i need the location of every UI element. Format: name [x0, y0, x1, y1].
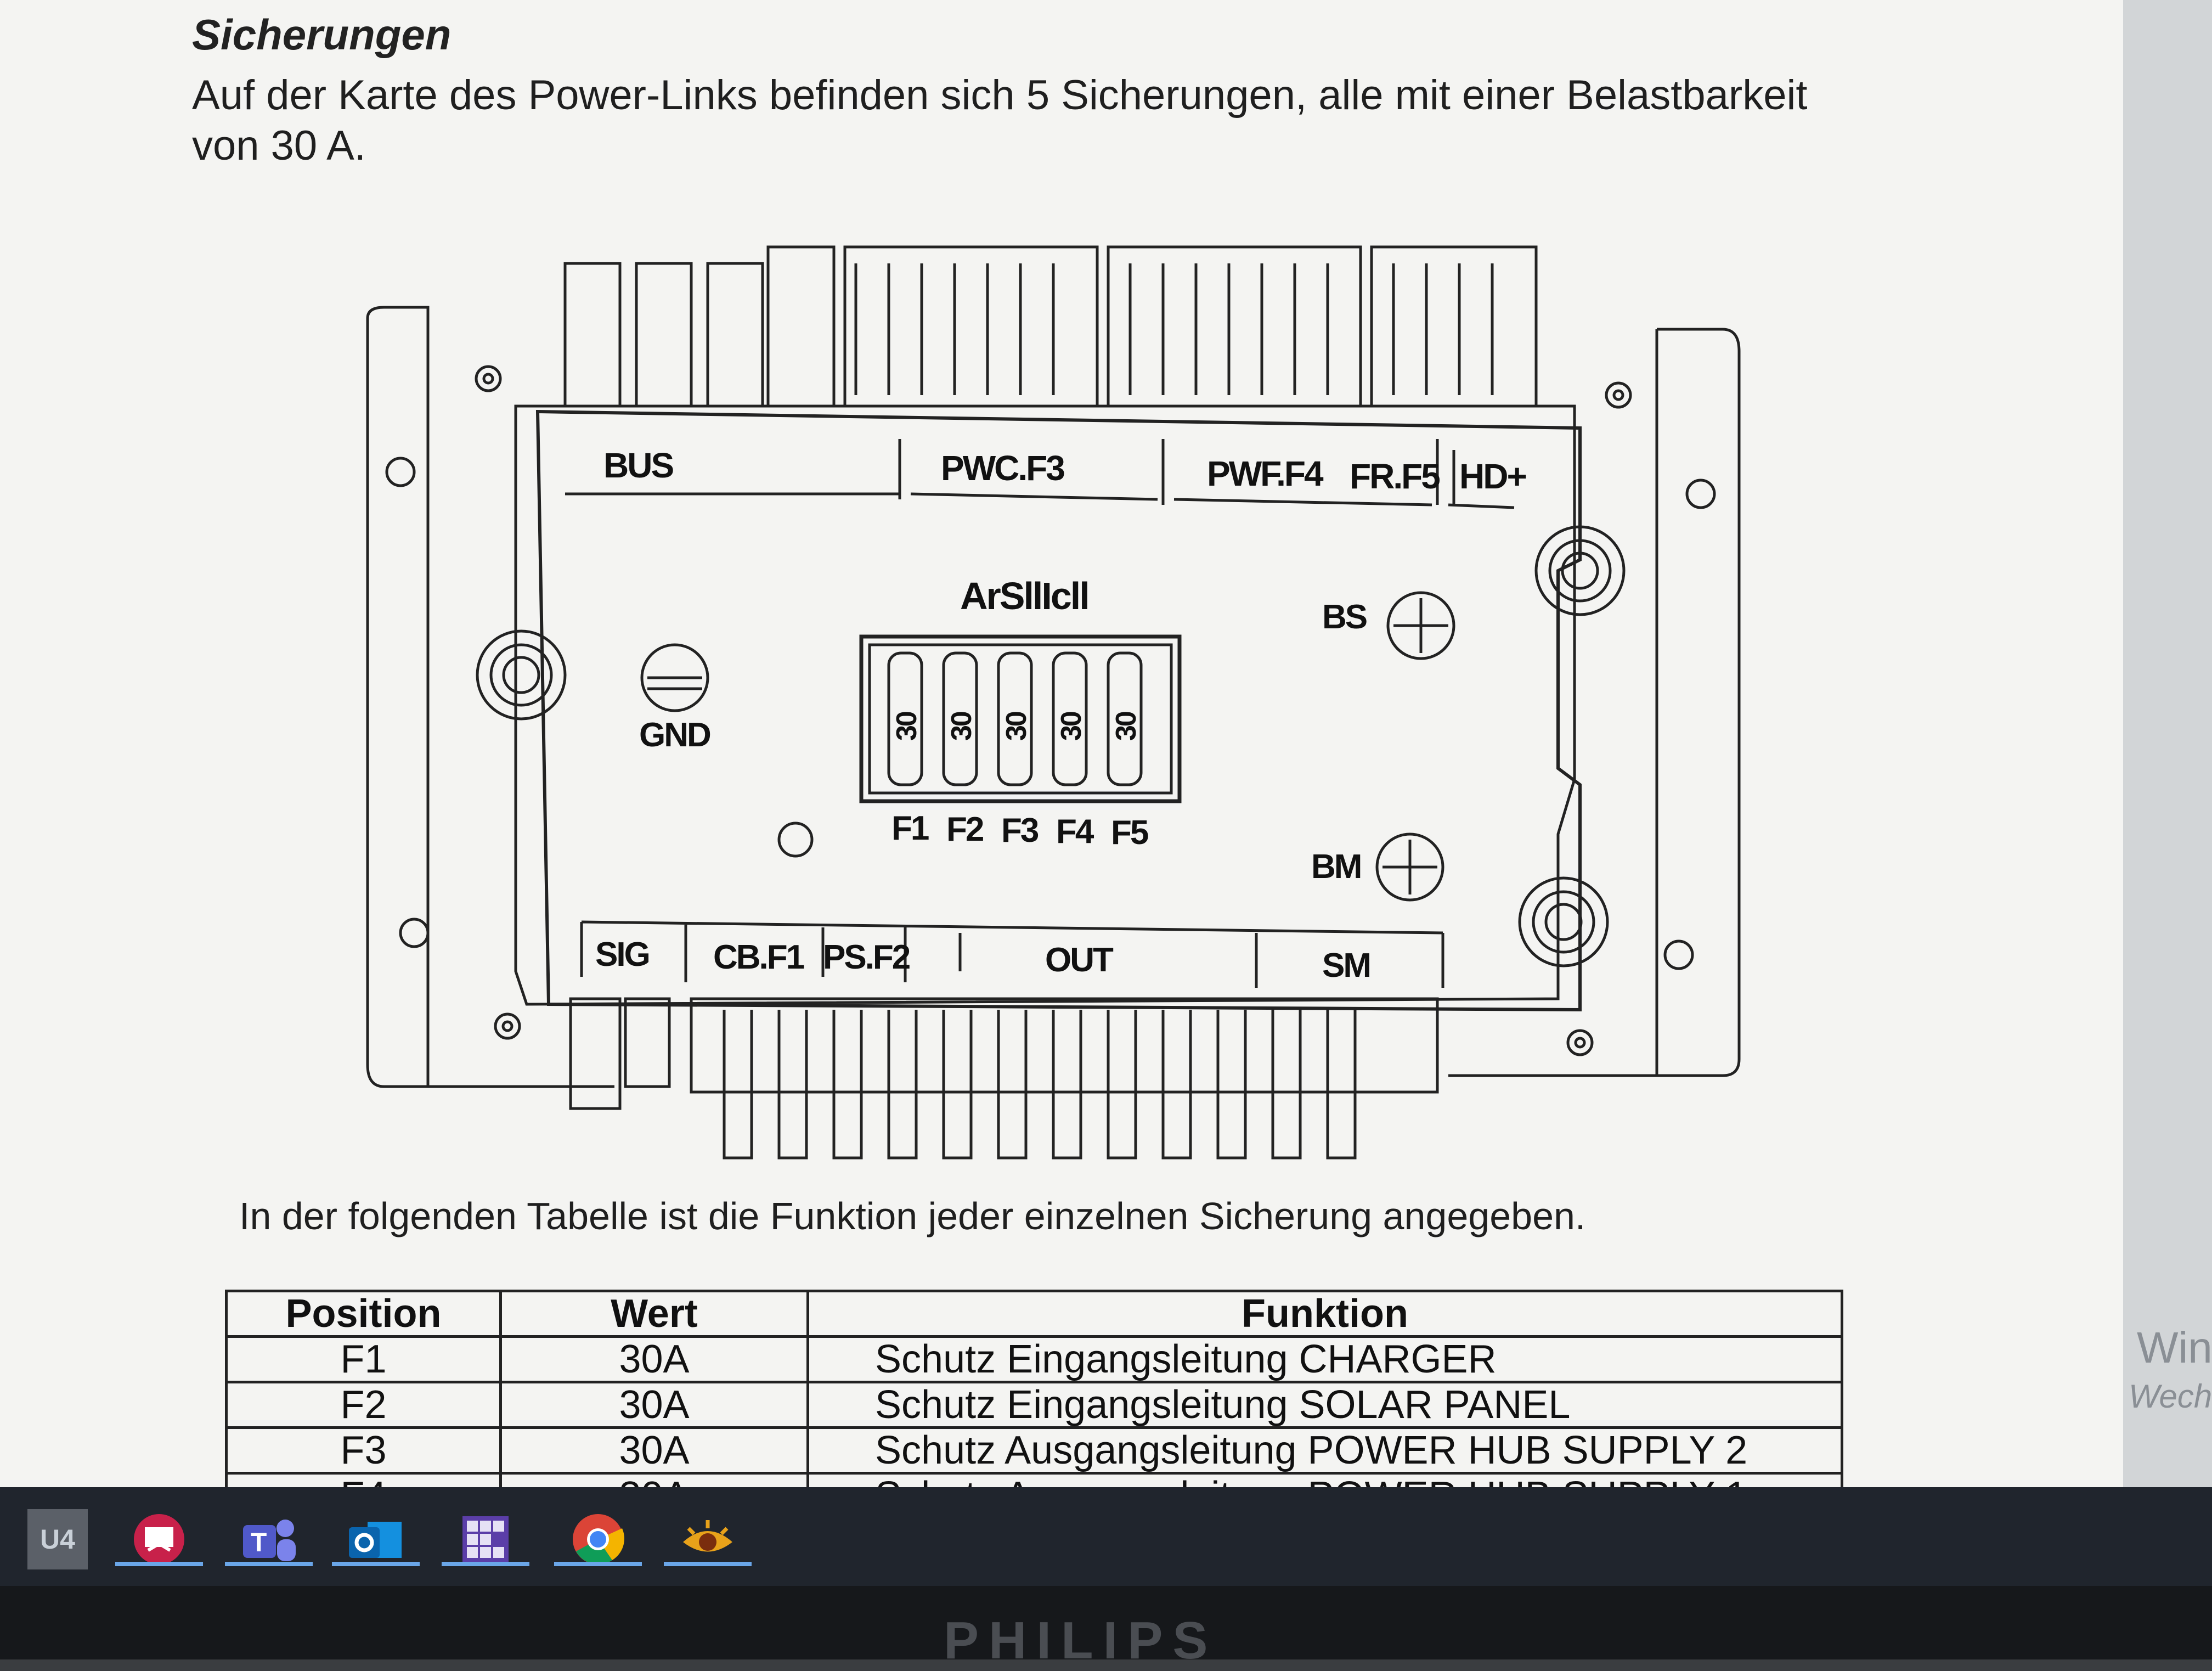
fuse-table: Position Wert Funktion F1 30A Schutz Ein…	[225, 1290, 1843, 1515]
header-funktion: Funktion	[806, 1290, 1843, 1338]
fuse-label-f2: F2	[946, 811, 983, 848]
document-page: Sicherungen Auf der Karte des Power-Link…	[0, 0, 2123, 1515]
apps-grid-icon-glyph	[462, 1516, 509, 1562]
center-label: ArSllIcll	[960, 575, 1088, 617]
header-wert: Wert	[499, 1290, 809, 1338]
bottom-label-sig: SIG	[595, 936, 649, 974]
table-row: F1 30A Schutz Eingangsleitung CHARGER	[225, 1335, 1843, 1383]
side-text-line-2: Wechs	[2129, 1378, 2212, 1415]
apps-grid-active-indicator	[442, 1562, 529, 1566]
u4-icon-text: U4	[40, 1524, 75, 1555]
top-label-hd-plus: HD+	[1459, 457, 1526, 496]
cell-wert: 30A	[499, 1335, 809, 1383]
top-label-fr-f5: FR.F5	[1350, 457, 1440, 496]
fuse-label-f1: F1	[891, 809, 929, 847]
chrome-icon-glyph	[573, 1514, 624, 1565]
fuse-label-f5: F5	[1111, 814, 1148, 852]
cell-funktion: Schutz Eingangsleitung CHARGER	[806, 1335, 1843, 1383]
whiteboard-icon[interactable]	[115, 1509, 203, 1569]
bs-label: BS	[1322, 598, 1367, 636]
taskbar: U4 T	[0, 1487, 2212, 1586]
fuse-value-4: 30	[1056, 712, 1087, 741]
teams-icon[interactable]: T	[225, 1509, 313, 1569]
bottom-label-sm: SM	[1322, 947, 1370, 984]
power-link-board-drawing: BUS PWC.F3 PWF.F4 FR.F5 HD+ ArSllIcll GN…	[366, 245, 1741, 1160]
right-window-edge	[2123, 0, 2212, 1515]
bottom-label-ps-f2: PS.F2	[823, 938, 910, 976]
whiteboard-icon-glyph	[134, 1514, 184, 1565]
top-label-pwc-f3: PWC.F3	[941, 448, 1064, 488]
bottom-label-out: OUT	[1045, 941, 1114, 979]
section-heading: Sicherungen	[192, 10, 452, 59]
cell-funktion: Schutz Eingangsleitung SOLAR PANEL	[806, 1381, 1843, 1429]
cell-position: F1	[225, 1335, 502, 1383]
monitor-brand-logo: PHILIPS	[944, 1611, 1218, 1670]
fuse-label-f4: F4	[1056, 813, 1094, 851]
outlook-icon-glyph	[349, 1522, 402, 1558]
table-row: F2 30A Schutz Eingangsleitung SOLAR PANE…	[225, 1381, 1843, 1429]
fuse-value-1: 30	[891, 712, 923, 741]
cell-wert: 30A	[499, 1381, 809, 1429]
fuse-value-3: 30	[1001, 712, 1032, 741]
fuse-value-5: 30	[1110, 712, 1142, 741]
outlook-icon[interactable]	[332, 1509, 420, 1569]
side-text-line-1: Win	[2137, 1323, 2212, 1372]
cell-funktion: Schutz Ausgangsleitung POWER HUB SUPPLY …	[806, 1426, 1843, 1475]
table-caption: In der folgenden Tabelle ist die Funktio…	[239, 1195, 1586, 1237]
chrome-active-indicator	[554, 1562, 642, 1566]
cell-position: F2	[225, 1381, 502, 1429]
u4-icon[interactable]: U4	[27, 1509, 88, 1569]
eye-app-icon[interactable]	[664, 1509, 752, 1569]
svg-text:T: T	[251, 1528, 267, 1557]
cell-position: F3	[225, 1426, 502, 1475]
fuse-label-f3: F3	[1001, 812, 1039, 849]
intro-paragraph: Auf der Karte des Power-Links befinden s…	[192, 70, 1948, 171]
monitor-screen: Sicherungen Auf der Karte des Power-Link…	[0, 0, 2212, 1515]
fuse-value-2: 30	[946, 712, 978, 741]
table-header-row: Position Wert Funktion	[225, 1290, 1843, 1338]
top-label-bus: BUS	[603, 446, 673, 485]
eye-app-icon-glyph	[683, 1520, 732, 1552]
chrome-icon[interactable]	[554, 1509, 642, 1569]
whiteboard-active-indicator	[115, 1562, 203, 1566]
teams-active-indicator	[225, 1562, 313, 1566]
monitor-bezel	[0, 1586, 2212, 1659]
table-row: F3 30A Schutz Ausgangsleitung POWER HUB …	[225, 1426, 1843, 1475]
apps-grid-icon[interactable]	[442, 1509, 529, 1569]
teams-icon-glyph: T	[243, 1520, 296, 1561]
gnd-label: GND	[639, 716, 710, 754]
eye-app-active-indicator	[664, 1562, 752, 1566]
bottom-label-cb-f1: CB.F1	[713, 938, 804, 976]
intro-line-2: von 30 A.	[192, 122, 366, 169]
power-link-diagram: BUS PWC.F3 PWF.F4 FR.F5 HD+ ArSllIcll GN…	[351, 230, 1756, 1174]
intro-line-1: Auf der Karte des Power-Links befinden s…	[192, 72, 1808, 119]
header-position: Position	[225, 1290, 502, 1338]
cell-wert: 30A	[499, 1426, 809, 1475]
outlook-active-indicator	[332, 1562, 420, 1566]
bm-label: BM	[1311, 848, 1361, 886]
top-label-pwf-f4: PWF.F4	[1207, 454, 1324, 493]
